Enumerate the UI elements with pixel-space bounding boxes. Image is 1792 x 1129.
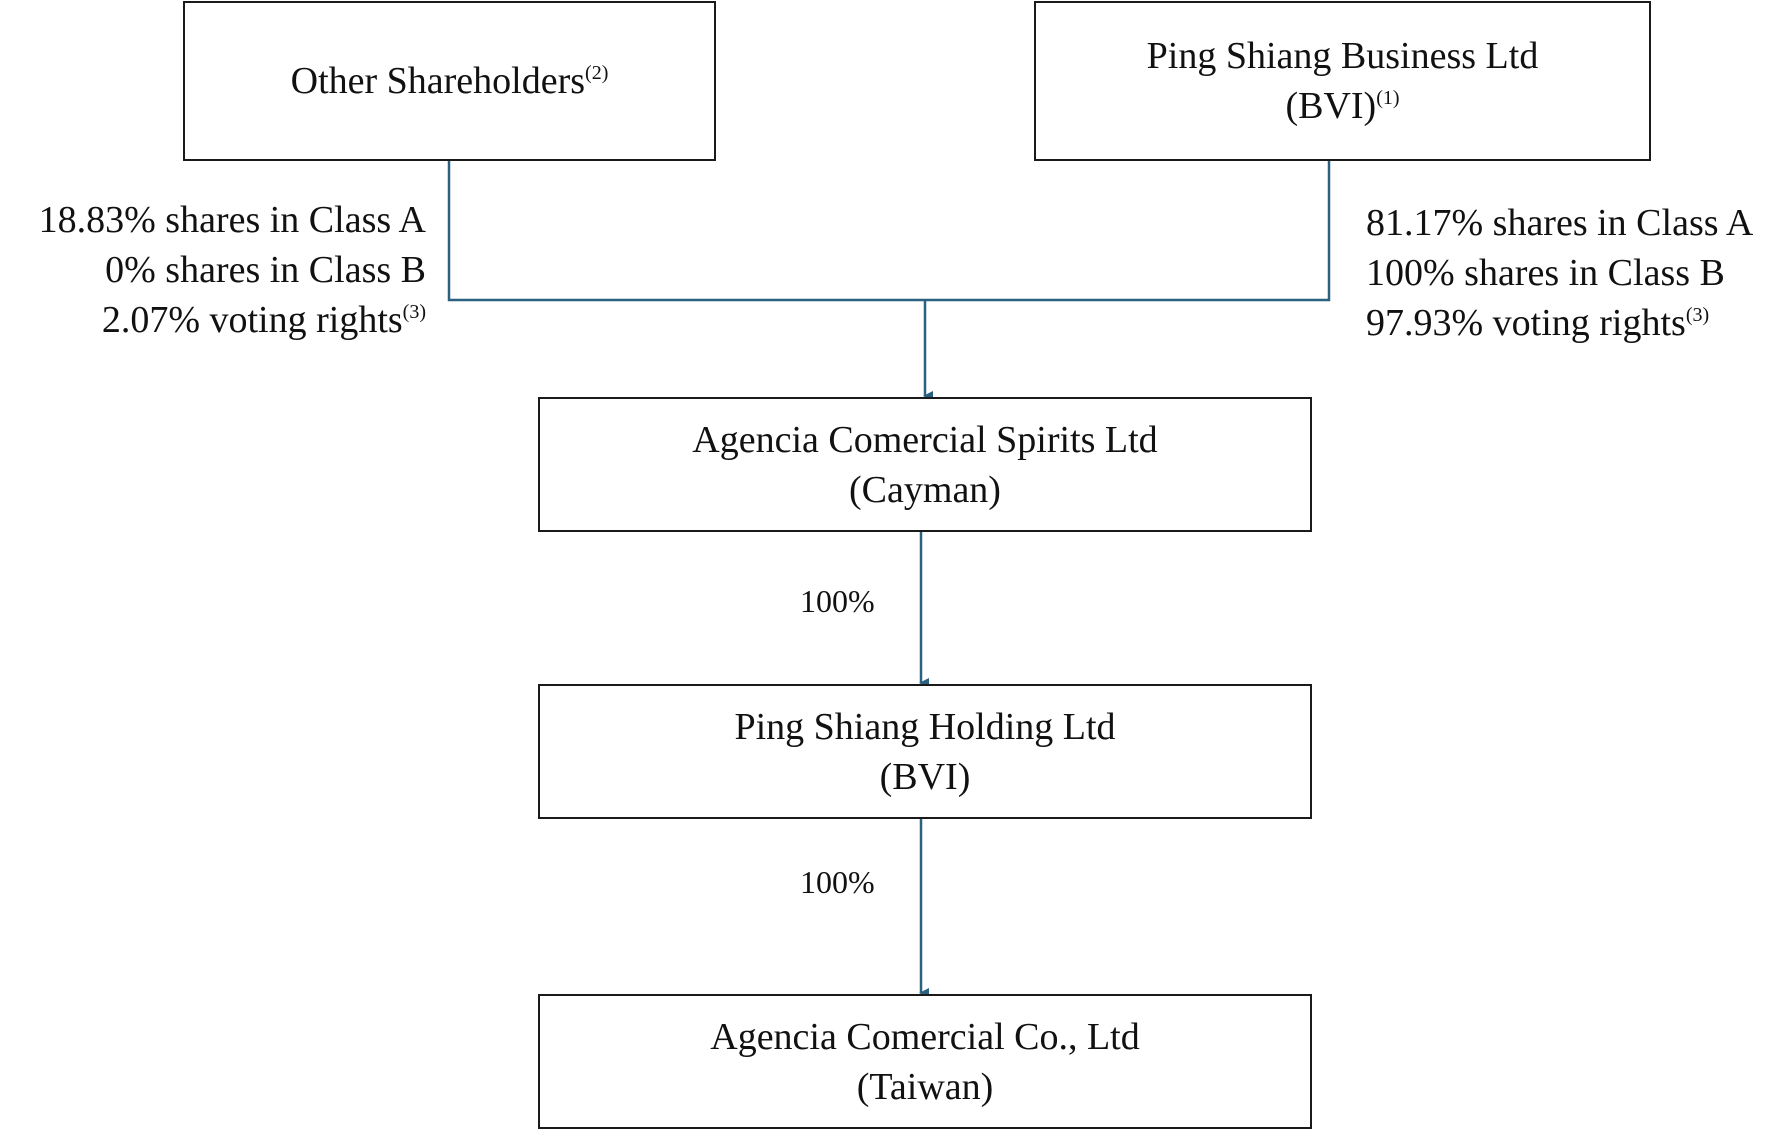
ping-shiang-business-voting: 97.93% voting rights bbox=[1366, 302, 1686, 344]
ping-shiang-business-jurisdiction: (BVI) bbox=[1285, 85, 1377, 127]
ping-shiang-holding-name: Ping Shiang Holding Ltd bbox=[734, 705, 1116, 748]
agencia-spirits-name: Agencia Comercial Spirits Ltd bbox=[692, 418, 1158, 461]
ping-shiang-holding-jurisdiction: (BVI) bbox=[879, 755, 971, 798]
other-shareholders-voting-line: 2.07% voting rights(3) bbox=[39, 295, 426, 345]
ping-shiang-holding-box: Ping Shiang Holding Ltd (BVI) bbox=[538, 684, 1312, 819]
agencia-spirits-jurisdiction: (Cayman) bbox=[849, 468, 1001, 511]
ping-shiang-business-name: Ping Shiang Business Ltd bbox=[1146, 35, 1539, 77]
other-shareholders-class-b: 0% shares in Class B bbox=[105, 249, 426, 291]
other-shareholders-class-a: 18.83% shares in Class A bbox=[38, 199, 426, 241]
ownership-label-holding-to-taiwan: 100% bbox=[800, 864, 875, 900]
ping-shiang-business-class-a: 81.17% shares in Class A bbox=[1366, 202, 1754, 244]
other-shareholders-ownership: 18.83% shares in Class A 0% shares in Cl… bbox=[39, 195, 426, 345]
ownership-label-spirits-to-holding: 100% bbox=[800, 583, 875, 619]
agencia-taiwan-name: Agencia Comercial Co., Ltd bbox=[710, 1015, 1140, 1058]
ping-shiang-business-jurisdiction-line: (BVI)(1) bbox=[1285, 81, 1399, 131]
connector-ping-shiang-business bbox=[925, 161, 1331, 302]
ping-shiang-business-ownership: 81.17% shares in Class A 100% shares in … bbox=[1366, 198, 1753, 348]
ping-shiang-business-box: Ping Shiang Business Ltd (BVI)(1) bbox=[1034, 1, 1651, 161]
ping-shiang-business-footnote: (1) bbox=[1376, 87, 1400, 109]
other-shareholders-voting: 2.07% voting rights bbox=[101, 299, 403, 341]
agencia-spirits-box: Agencia Comercial Spirits Ltd (Cayman) bbox=[538, 397, 1312, 532]
agencia-taiwan-jurisdiction: (Taiwan) bbox=[856, 1065, 994, 1108]
other-shareholders-name-line: Other Shareholders(2) bbox=[291, 56, 609, 106]
ping-shiang-business-voting-footnote: (3) bbox=[1685, 304, 1710, 326]
other-shareholders-footnote: (2) bbox=[585, 62, 609, 84]
ping-shiang-business-voting-line: 97.93% voting rights(3) bbox=[1366, 298, 1753, 348]
ping-shiang-business-class-b: 100% shares in Class B bbox=[1366, 252, 1725, 294]
other-shareholders-box: Other Shareholders(2) bbox=[183, 1, 716, 161]
agencia-taiwan-box: Agencia Comercial Co., Ltd (Taiwan) bbox=[538, 994, 1312, 1129]
other-shareholders-name: Other Shareholders bbox=[290, 60, 586, 102]
other-shareholders-voting-footnote: (3) bbox=[402, 301, 426, 323]
connector-other-shareholders bbox=[447, 161, 925, 302]
